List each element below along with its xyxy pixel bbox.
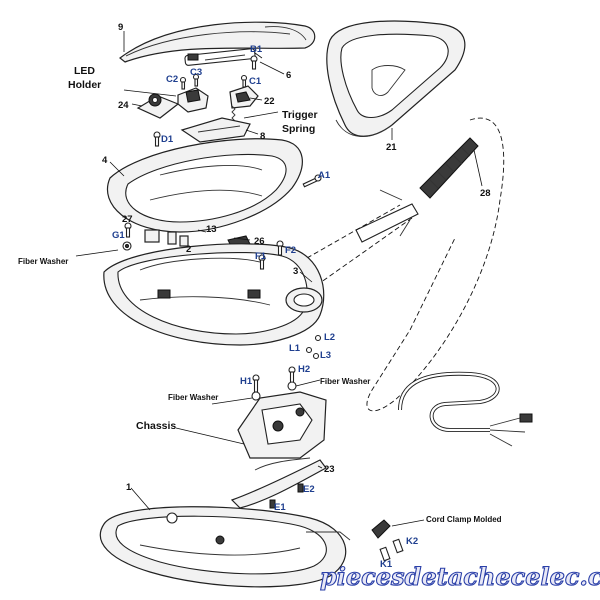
label-c2: C2 (166, 74, 178, 85)
label-21: 21 (386, 142, 397, 153)
label-f2: F2 (285, 245, 296, 256)
part-28-cord-guard (355, 137, 479, 243)
screw-h1 (251, 374, 261, 401)
screw-e2 (297, 483, 304, 493)
label-6: 6 (286, 70, 291, 81)
assembly-guide-line-a (299, 204, 401, 263)
label-13: 13 (206, 224, 217, 235)
power-cord (398, 371, 533, 447)
label-1: 1 (126, 482, 132, 493)
label-24: 24 (118, 100, 129, 111)
part-27-button (124, 222, 160, 243)
screw-b1 (250, 55, 258, 70)
label-l1: L1 (289, 343, 301, 354)
part-led-holder-block (177, 73, 209, 113)
part-9-top-cover (119, 21, 316, 63)
label-3: 3 (293, 266, 298, 277)
screw-g1 (122, 241, 132, 251)
part-23-cable (230, 457, 327, 509)
part-22-switch (229, 74, 259, 109)
screws-l1-l2-l3 (305, 334, 322, 360)
label-fiber-washer-mid: Fiber Washer (168, 393, 218, 402)
label-8: 8 (260, 131, 265, 142)
screw-f1 (258, 254, 266, 270)
part-13-2-pins (167, 231, 189, 247)
label-22: 22 (264, 96, 275, 107)
part-24-led-holder (136, 93, 180, 119)
screw-e1 (269, 499, 276, 509)
label-28: 28 (480, 188, 491, 199)
callout-labels: 9 B1 6 LED Holder C2 C3 C1 22 24 Trigger… (18, 22, 502, 570)
part-4-upper-housing (106, 138, 303, 233)
label-k1: K1 (380, 559, 393, 570)
screw-h2 (287, 366, 297, 391)
label-2: 2 (186, 244, 191, 255)
label-9: 9 (118, 22, 123, 33)
label-f1: F1 (255, 251, 267, 262)
label-led-holder-1: LED (74, 65, 95, 77)
label-l2: L2 (324, 332, 335, 343)
screw-d1 (153, 131, 161, 147)
label-4: 4 (102, 155, 108, 166)
label-led-holder-2: Holder (68, 79, 101, 91)
part-21-water-tank (326, 20, 466, 137)
label-cord-clamp: Cord Clamp Molded (426, 515, 502, 524)
label-fiber-washer-left: Fiber Washer (18, 257, 68, 266)
label-e1: E1 (274, 502, 286, 513)
screws-k1-k2 (379, 538, 404, 562)
label-chassis: Chassis (136, 420, 176, 432)
label-l3: L3 (320, 350, 331, 361)
label-26: 26 (254, 236, 265, 247)
label-c3: C3 (190, 67, 202, 78)
part-6-bracket (184, 48, 256, 66)
label-trigger-1: Trigger (282, 109, 318, 121)
label-trigger-2: Spring (282, 123, 315, 135)
label-g1: G1 (112, 230, 125, 241)
leader-lines (75, 31, 483, 527)
label-h2: H2 (298, 364, 310, 375)
label-27: 27 (122, 214, 133, 225)
label-e2: E2 (303, 484, 315, 495)
label-d1: D1 (161, 134, 174, 145)
label-fiber-washer-right: Fiber Washer (320, 377, 370, 386)
cord-extent-dashed-outline (366, 117, 505, 412)
part-3-main-body (103, 243, 325, 346)
screw-f2 (276, 240, 284, 256)
part-1-soleplate (99, 506, 351, 588)
label-23: 23 (324, 464, 335, 475)
part-8-trigger (180, 117, 251, 143)
label-a1: A1 (318, 170, 331, 181)
label-k2: K2 (406, 536, 418, 547)
assembly-guide-line-b (309, 217, 413, 291)
chassis (237, 391, 327, 459)
label-h1: H1 (240, 376, 253, 387)
cord-clamp-molded (371, 519, 391, 539)
label-b1: B1 (250, 44, 263, 55)
watermark: piecesdetachecelec.com (320, 562, 600, 591)
label-c1: C1 (249, 76, 262, 87)
